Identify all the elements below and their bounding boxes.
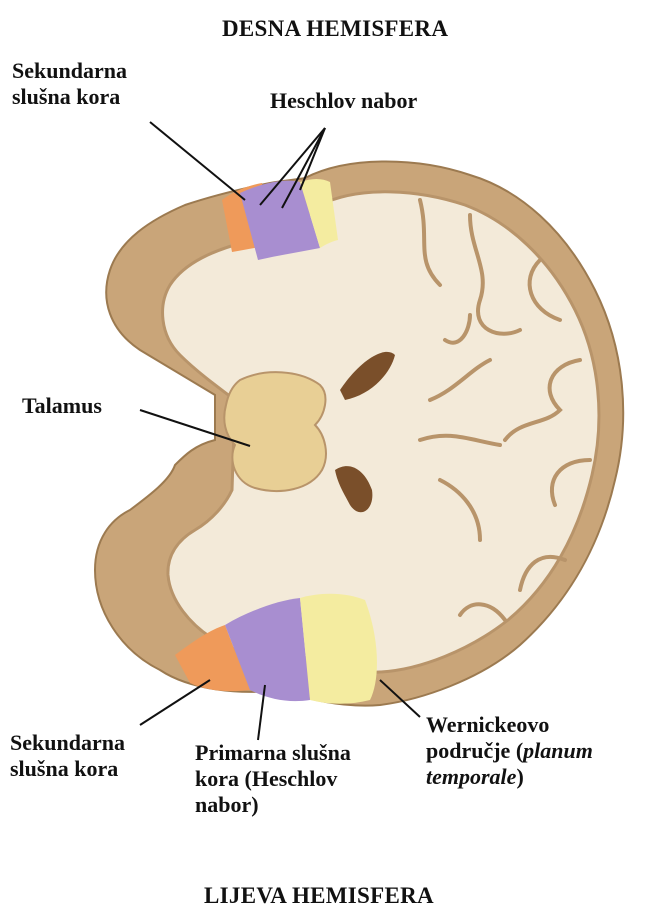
label-line: slušna kora <box>10 756 125 782</box>
label-line: Sekundarna <box>10 730 125 756</box>
secondary-auditory-cortex-bottom-label: Sekundarna slušna kora <box>10 730 125 782</box>
wernicke-area-label: Wernickeovo područje (planum temporale) <box>426 712 593 790</box>
label-line: kora (Heschlov <box>195 766 351 792</box>
bottom-hemisphere-title: LIJEVA HEMISFERA <box>204 883 434 909</box>
label-line: Primarna slušna <box>195 740 351 766</box>
label-italic-text: temporale <box>426 764 516 789</box>
secondary-auditory-cortex-top-label: Sekundarna slušna kora <box>12 58 127 110</box>
primary-auditory-cortex-label: Primarna slušna kora (Heschlov nabor) <box>195 740 351 818</box>
heschl-gyrus-top-label: Heschlov nabor <box>270 88 417 114</box>
label-line: nabor) <box>195 792 351 818</box>
label-line: slušna kora <box>12 84 127 110</box>
label-line: temporale) <box>426 764 593 790</box>
label-line: Sekundarna <box>12 58 127 84</box>
wernicke-area-bottom <box>300 594 377 704</box>
label-text: područje ( <box>426 738 523 763</box>
thalamus-label: Talamus <box>22 393 102 419</box>
label-text: ) <box>516 764 523 789</box>
label-italic-text: planum <box>523 738 593 763</box>
label-line: Wernickeovo <box>426 712 593 738</box>
label-line: područje (planum <box>426 738 593 764</box>
thalamus-shape <box>224 372 326 491</box>
